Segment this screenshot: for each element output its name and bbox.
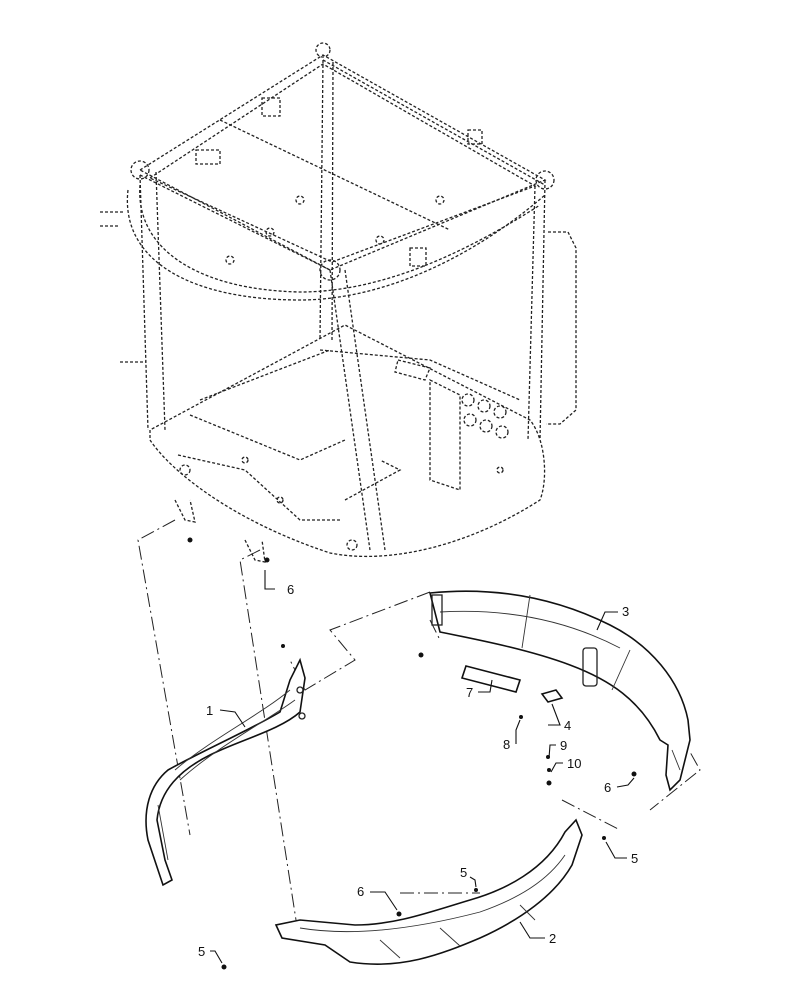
panel-part-1 xyxy=(145,657,306,887)
callout-6-bottom: 6 xyxy=(357,884,364,899)
callout-7: 7 xyxy=(466,685,473,700)
callout-1: 1 xyxy=(206,703,213,718)
callout-3: 3 xyxy=(622,604,629,619)
callout-10: 10 xyxy=(567,756,581,771)
callouts: 1 2 3 4 5 5 5 6 6 6 7 8 9 10 xyxy=(198,582,638,959)
assembly-lines xyxy=(137,519,701,921)
cab-frame xyxy=(100,42,577,563)
bracket-part-4 xyxy=(540,689,564,703)
callout-9: 9 xyxy=(560,738,567,753)
hardware xyxy=(187,537,637,970)
callout-6-right: 6 xyxy=(604,780,611,795)
callout-8: 8 xyxy=(503,737,510,752)
strip-part-7 xyxy=(460,665,522,693)
panel-part-2 xyxy=(274,818,583,965)
callout-2: 2 xyxy=(549,931,556,946)
callout-6-cab: 6 xyxy=(287,582,294,597)
panel-part-3 xyxy=(428,590,691,792)
leader-lines xyxy=(210,570,635,964)
callout-5-bottom-left: 5 xyxy=(198,944,205,959)
callout-5-right: 5 xyxy=(631,851,638,866)
callout-4: 4 xyxy=(564,718,571,733)
callout-5-center: 5 xyxy=(460,865,467,880)
